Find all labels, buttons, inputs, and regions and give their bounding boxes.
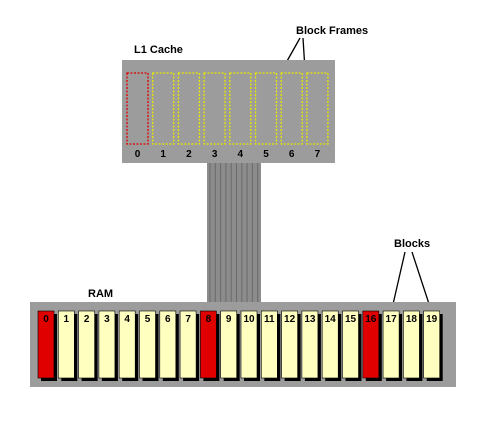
- ram-block-13: [301, 310, 319, 379]
- ram-block-number: 14: [325, 314, 337, 325]
- cache-frame-number: 4: [238, 149, 244, 160]
- ram-block-number: 5: [145, 314, 151, 325]
- cache-frame-7: [306, 72, 329, 145]
- cache-frame-number: 6: [289, 149, 295, 160]
- ram-block-11: [260, 310, 278, 379]
- cache-frame-number: 7: [315, 149, 321, 160]
- ram-block-number: 0: [43, 314, 49, 325]
- l1-cache-panel: [122, 60, 335, 163]
- cache-frame-4: [229, 72, 252, 145]
- cache-frame-number: 0: [135, 149, 141, 160]
- ram-label: RAM: [88, 288, 113, 300]
- ram-block-number: 18: [406, 314, 418, 325]
- ram-block-18: [403, 310, 420, 379]
- cache-ram-bus: [207, 163, 261, 302]
- cache-frame-0: [126, 72, 149, 145]
- ram-block-number: 3: [104, 314, 110, 325]
- ram-block-1: [57, 310, 75, 379]
- ram-block-14: [321, 310, 339, 379]
- ram-block-0: [37, 310, 55, 379]
- ram-block-number: 12: [284, 314, 296, 325]
- ram-block-10: [240, 310, 258, 379]
- ram-block-15: [342, 310, 359, 379]
- ram-block-number: 17: [386, 314, 398, 325]
- ram-block-number: 15: [345, 314, 357, 325]
- cache-frame-2: [177, 72, 201, 145]
- ram-block-number: 10: [243, 314, 255, 325]
- ram-block-17: [382, 310, 400, 379]
- ram-block-4: [118, 310, 136, 379]
- ram-block-7: [179, 310, 197, 379]
- cache-frame-3: [203, 72, 226, 145]
- ram-block-number: 1: [64, 314, 70, 325]
- blocks-label: Blocks: [394, 238, 430, 250]
- cache-frame-number: 5: [263, 149, 269, 160]
- ram-block-9: [220, 310, 237, 379]
- ram-block-6: [159, 310, 177, 379]
- ram-block-number: 8: [206, 314, 212, 325]
- ram-block-number: 2: [84, 314, 90, 325]
- cache-frame-6: [280, 72, 303, 145]
- ram-block-number: 4: [124, 314, 130, 325]
- ram-block-8: [200, 310, 217, 379]
- ram-block-2: [78, 310, 95, 379]
- ram-block-5: [139, 310, 156, 379]
- cache-frame-1: [152, 72, 175, 145]
- ram-block-16: [362, 310, 380, 379]
- ram-block-number: 13: [304, 314, 316, 325]
- cache-frame-5: [254, 72, 278, 145]
- ram-block-12: [281, 310, 298, 379]
- ram-block-19: [423, 310, 441, 379]
- ram-block-number: 19: [426, 314, 438, 325]
- ram-block-number: 6: [165, 314, 171, 325]
- ram-block-number: 9: [226, 314, 232, 325]
- ram-block-3: [98, 310, 116, 379]
- ram-block-number: 7: [185, 314, 191, 325]
- ram-block-number: 16: [365, 314, 377, 325]
- cache-frames: 0 1 2 3 4 5 6 7: [126, 72, 329, 160]
- cache-frame-number: 3: [212, 149, 218, 160]
- cache-frame-number: 1: [160, 149, 166, 160]
- block-frames-label: Block Frames: [296, 25, 368, 37]
- ram-block-number: 11: [264, 314, 275, 325]
- cache-frame-number: 2: [186, 149, 192, 160]
- cache-label: L1 Cache: [134, 44, 183, 56]
